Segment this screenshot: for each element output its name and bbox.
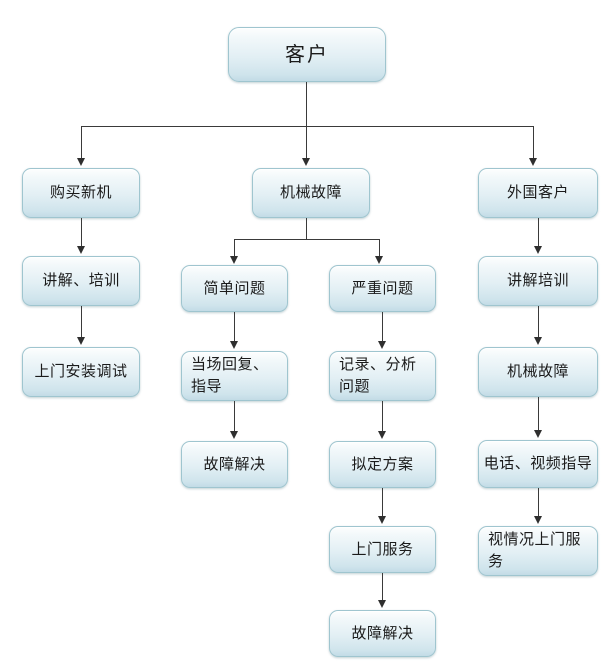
arrowhead-simple-to-reply — [230, 341, 238, 349]
node-foreign-mechanical-fault[interactable]: 机械故障 — [478, 347, 598, 397]
node-label: 当场回复、指导 — [191, 355, 269, 395]
arrowhead-train-to-install — [77, 337, 85, 345]
node-simple-fault-resolved[interactable]: 故障解决 — [181, 441, 288, 488]
arrowhead-foreign-to-train — [534, 246, 542, 254]
arrowhead-guide-to-foreign-onsite — [534, 516, 542, 524]
node-label: 记录、分析问题 — [339, 355, 417, 395]
node-foreign-explain-training[interactable]: 讲解培训 — [478, 256, 598, 306]
arrowhead-buy-to-train — [77, 246, 85, 254]
connector-reply-to-resolved — [234, 401, 235, 432]
connector-serious-to-record — [382, 312, 383, 342]
arrowhead-root-to-foreign — [529, 158, 537, 166]
arrowhead-record-to-plan — [378, 431, 386, 439]
connector-record-to-plan — [382, 401, 383, 432]
connector-root-to-buy — [81, 126, 82, 159]
arrowhead-root-to-fault — [302, 158, 310, 166]
connector-train-to-install — [81, 306, 82, 338]
node-branch-mechanical-fault[interactable]: 机械故障 — [252, 168, 370, 218]
connector-foreign-to-train — [538, 218, 539, 247]
node-draft-plan[interactable]: 拟定方案 — [329, 441, 436, 488]
node-onsite-service[interactable]: 上门服务 — [329, 526, 436, 573]
connector-onsite-to-resolved — [382, 573, 383, 601]
connector-buy-to-train — [81, 218, 82, 247]
node-label: 上门服务 — [351, 539, 414, 558]
arrowhead-foreign-fault-to-guide — [534, 430, 542, 438]
connector-foreign-fault-to-guide — [538, 397, 539, 431]
node-root-customer[interactable]: 客户 — [228, 27, 386, 82]
node-label: 机械故障 — [506, 362, 569, 381]
node-label: 上门安装调试 — [34, 362, 128, 381]
node-label: 严重问题 — [351, 278, 414, 297]
node-label: 电话、视频指导 — [483, 454, 593, 473]
node-serious-fault-resolved[interactable]: 故障解决 — [329, 610, 436, 657]
node-label: 讲解培训 — [506, 271, 569, 290]
node-label: 讲解、培训 — [42, 271, 120, 290]
node-label: 客户 — [285, 42, 329, 66]
arrowhead-fault-to-simple — [230, 256, 238, 264]
connector-fault-to-serious — [379, 239, 380, 257]
connector-plan-to-onsite — [382, 488, 383, 517]
node-branch-buy-new-machine[interactable]: 购买新机 — [22, 168, 140, 218]
arrowhead-foreign-train-to-fault — [534, 337, 542, 345]
node-label: 视情况上门服务 — [488, 530, 582, 570]
node-label: 购买新机 — [49, 183, 112, 202]
node-label: 拟定方案 — [351, 454, 414, 473]
node-explain-training[interactable]: 讲解、培训 — [22, 256, 140, 306]
connector-root-to-foreign — [533, 126, 534, 159]
arrowhead-root-to-buy — [77, 158, 85, 166]
arrowhead-serious-to-record — [378, 341, 386, 349]
connector-guide-to-foreign-onsite — [538, 488, 539, 517]
node-label: 故障解决 — [203, 454, 266, 473]
connector-root-to-fault — [306, 126, 307, 159]
connector-foreign-train-to-fault — [538, 306, 539, 338]
node-onsite-reply-guidance[interactable]: 当场回复、指导 — [181, 351, 288, 401]
node-onsite-service-if-needed[interactable]: 视情况上门服务 — [478, 526, 598, 576]
connector-root-bar — [81, 126, 533, 127]
node-serious-problem[interactable]: 严重问题 — [329, 265, 436, 312]
connector-simple-to-reply — [234, 312, 235, 342]
connector-fault-to-simple — [234, 239, 235, 257]
connector-fault-stem — [306, 218, 307, 239]
node-branch-foreign-customer[interactable]: 外国客户 — [478, 168, 598, 218]
arrowhead-plan-to-onsite — [378, 516, 386, 524]
node-label: 机械故障 — [279, 183, 342, 202]
node-label: 故障解决 — [351, 623, 414, 642]
node-onsite-install-debug[interactable]: 上门安装调试 — [22, 347, 140, 397]
connector-fault-bar — [234, 239, 379, 240]
arrowhead-reply-to-resolved — [230, 431, 238, 439]
node-label: 外国客户 — [506, 183, 569, 202]
node-phone-video-guidance[interactable]: 电话、视频指导 — [478, 440, 598, 488]
arrowhead-fault-to-serious — [375, 256, 383, 264]
node-label: 简单问题 — [203, 278, 266, 297]
connector-root-stem — [306, 82, 307, 126]
arrowhead-onsite-to-resolved — [378, 600, 386, 608]
node-simple-problem[interactable]: 简单问题 — [181, 265, 288, 312]
node-record-analyze-problem[interactable]: 记录、分析问题 — [329, 351, 436, 401]
